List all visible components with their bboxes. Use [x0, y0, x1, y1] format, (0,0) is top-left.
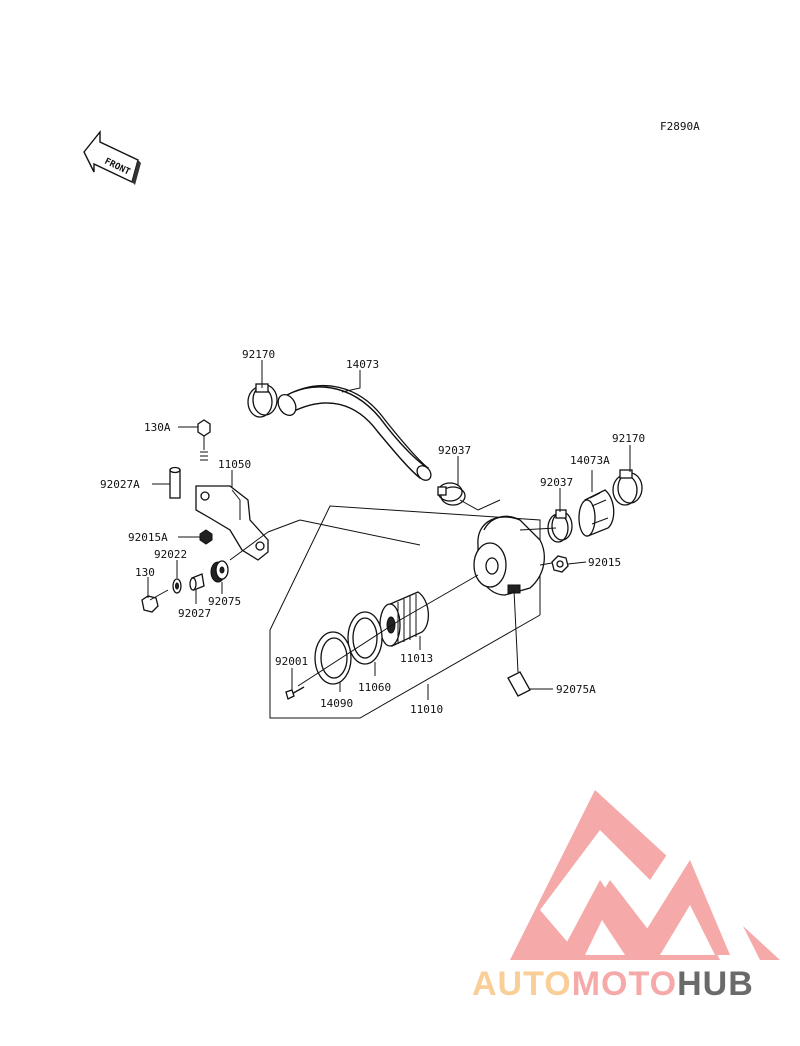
bolt-130 — [141, 589, 169, 613]
leader-lines — [147, 360, 631, 700]
logo-text-moto: MOTO — [572, 965, 677, 1003]
label-130A: 130A — [144, 421, 171, 434]
gasket-11060 — [347, 611, 383, 665]
cover-14090 — [314, 631, 352, 685]
hose-14073 — [277, 385, 432, 481]
label-92015: 92015 — [588, 556, 621, 569]
bracket-11050 — [195, 485, 269, 561]
hose-14073A — [578, 489, 615, 537]
air-filter-housing — [473, 515, 545, 596]
bolt-130A — [197, 419, 211, 461]
clamp-92170-top — [247, 383, 278, 418]
logo-text-auto: AUTO — [472, 965, 572, 1003]
filter-element-11013 — [379, 591, 429, 647]
label-92022: 92022 — [154, 548, 187, 561]
nut-92015A — [199, 529, 213, 545]
label-92037-b: 92037 — [540, 476, 573, 489]
label-14073: 14073 — [346, 358, 379, 371]
label-92170-right: 92170 — [612, 432, 645, 445]
washer-92022 — [172, 578, 182, 594]
clamp-92170-right — [612, 469, 643, 506]
label-92027: 92027 — [178, 607, 211, 620]
label-92075: 92075 — [208, 595, 241, 608]
nut-92015 — [551, 555, 569, 573]
grommet-92075 — [210, 560, 229, 583]
watermark-logo: AUTOMOTOHUB — [472, 790, 780, 1003]
label-11060: 11060 — [358, 681, 391, 694]
label-14073A: 14073A — [570, 454, 610, 467]
pin-92027A — [169, 466, 181, 499]
label-92075A: 92075A — [556, 683, 596, 696]
clamp-92037-a — [437, 482, 466, 506]
collar-92027 — [189, 573, 205, 591]
label-92170-top: 92170 — [242, 348, 275, 361]
label-14090: 14090 — [320, 697, 353, 710]
svg-text:AUTOMOTOHUB: AUTOMOTOHUB — [472, 965, 754, 1003]
figure-code: F2890A — [660, 120, 700, 133]
label-92015A: 92015A — [128, 531, 168, 544]
label-130: 130 — [135, 566, 155, 579]
tab-92075A — [507, 671, 531, 697]
label-92001: 92001 — [275, 655, 308, 668]
screw-92001 — [285, 686, 305, 700]
label-11013: 11013 — [400, 652, 433, 665]
label-11050: 11050 — [218, 458, 251, 471]
part-labels: 92170 14073 130A 11050 92027A 92015A 920… — [100, 348, 645, 716]
label-92037-a: 92037 — [438, 444, 471, 457]
front-arrow-icon: FRONT — [83, 130, 141, 185]
label-92027A: 92027A — [100, 478, 140, 491]
logo-text-hub: HUB — [677, 965, 754, 1003]
clamp-92037-b — [547, 509, 573, 543]
label-11010: 11010 — [410, 703, 443, 716]
